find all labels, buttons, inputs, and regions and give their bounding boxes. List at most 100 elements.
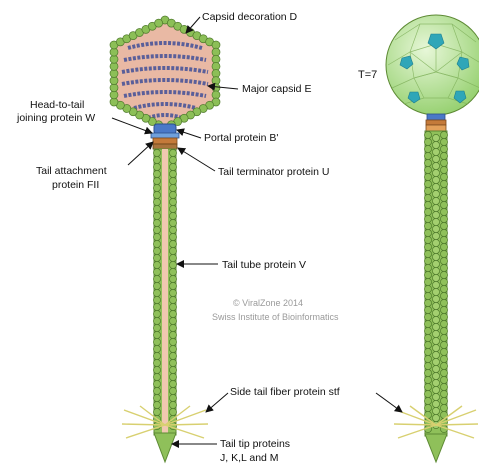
protein-bead (432, 253, 439, 260)
protein-bead (424, 138, 431, 145)
label-head-to-tail-1: Head-to-tail (30, 99, 84, 111)
protein-bead (424, 229, 431, 236)
protein-bead (440, 362, 447, 369)
protein-bead (440, 236, 447, 243)
protein-bead (169, 317, 176, 324)
protein-bead (440, 278, 447, 285)
protein-bead (432, 365, 439, 372)
protein-bead (432, 246, 439, 253)
protein-bead (169, 184, 176, 191)
protein-bead (440, 208, 447, 215)
protein-bead (153, 310, 160, 317)
protein-bead (432, 190, 439, 197)
credit-line-1: © ViralZone 2014 (233, 298, 303, 308)
protein-bead (424, 264, 431, 271)
protein-bead (424, 152, 431, 159)
label-capsid-decoration: Capsid decoration D (202, 11, 298, 23)
protein-bead (440, 173, 447, 180)
protein-bead (432, 239, 439, 246)
right-tail-attachment (426, 120, 446, 125)
label-tail-tip-1: Tail tip proteins (220, 438, 290, 450)
protein-bead (432, 176, 439, 183)
protein-bead (169, 226, 176, 233)
protein-bead (432, 393, 439, 400)
protein-bead (432, 232, 439, 239)
protein-bead (153, 177, 160, 184)
protein-bead (424, 201, 431, 208)
protein-bead (440, 341, 447, 348)
label-tail-tube: Tail tube protein V (222, 259, 306, 271)
protein-bead (432, 323, 439, 330)
protein-bead (169, 177, 176, 184)
label-tail-terminator: Tail terminator protein U (218, 166, 329, 178)
protein-bead (153, 408, 160, 415)
protein-bead (153, 268, 160, 275)
protein-bead (153, 359, 160, 366)
label-tail-tip-2: J, K,L and M (220, 452, 279, 464)
protein-bead (169, 198, 176, 205)
protein-bead (440, 327, 447, 334)
protein-bead (153, 387, 160, 394)
protein-bead (169, 275, 176, 282)
protein-bead (424, 355, 431, 362)
protein-bead (432, 197, 439, 204)
protein-bead (153, 233, 160, 240)
protein-bead (155, 19, 163, 27)
protein-bead (153, 205, 160, 212)
protein-bead (169, 310, 176, 317)
protein-bead (440, 152, 447, 159)
protein-bead (440, 285, 447, 292)
protein-bead (153, 401, 160, 408)
protein-bead (432, 169, 439, 176)
protein-bead (169, 345, 176, 352)
arrow-side-fiber-left (206, 393, 228, 412)
label-triangulation: T=7 (358, 69, 377, 81)
protein-bead (153, 345, 160, 352)
protein-bead (153, 219, 160, 226)
protein-bead (440, 299, 447, 306)
protein-bead (424, 236, 431, 243)
protein-bead (424, 327, 431, 334)
protein-bead (424, 404, 431, 411)
protein-bead (440, 348, 447, 355)
protein-bead (169, 212, 176, 219)
protein-bead (169, 387, 176, 394)
left-phage (110, 16, 220, 462)
protein-bead (169, 282, 176, 289)
protein-bead (169, 408, 176, 415)
protein-bead (153, 303, 160, 310)
protein-bead (153, 352, 160, 359)
right-tail-tip (425, 434, 447, 462)
protein-bead (153, 261, 160, 268)
protein-bead (424, 390, 431, 397)
protein-bead (169, 394, 176, 401)
right-tail-tube-beads (424, 131, 447, 432)
protein-bead (440, 145, 447, 152)
right-portal-collar (427, 114, 445, 120)
head-to-tail-joining-protein (151, 133, 179, 138)
protein-bead (440, 404, 447, 411)
protein-bead (169, 156, 176, 163)
protein-bead (432, 330, 439, 337)
label-tail-attachment-2: protein FII (52, 179, 99, 191)
protein-bead (169, 219, 176, 226)
protein-bead (440, 376, 447, 383)
label-major-capsid: Major capsid E (242, 83, 311, 95)
protein-bead (440, 138, 447, 145)
protein-bead (153, 317, 160, 324)
protein-bead (432, 225, 439, 232)
tail-terminator-protein (153, 144, 177, 149)
protein-bead (169, 233, 176, 240)
protein-bead (440, 271, 447, 278)
protein-bead (440, 250, 447, 257)
protein-bead (432, 386, 439, 393)
protein-bead (432, 218, 439, 225)
arrow-tail-attachment (128, 142, 153, 165)
protein-bead (432, 400, 439, 407)
protein-bead (424, 397, 431, 404)
protein-bead (424, 285, 431, 292)
protein-bead (432, 288, 439, 295)
protein-bead (153, 212, 160, 219)
protein-bead (169, 303, 176, 310)
protein-bead (153, 170, 160, 177)
